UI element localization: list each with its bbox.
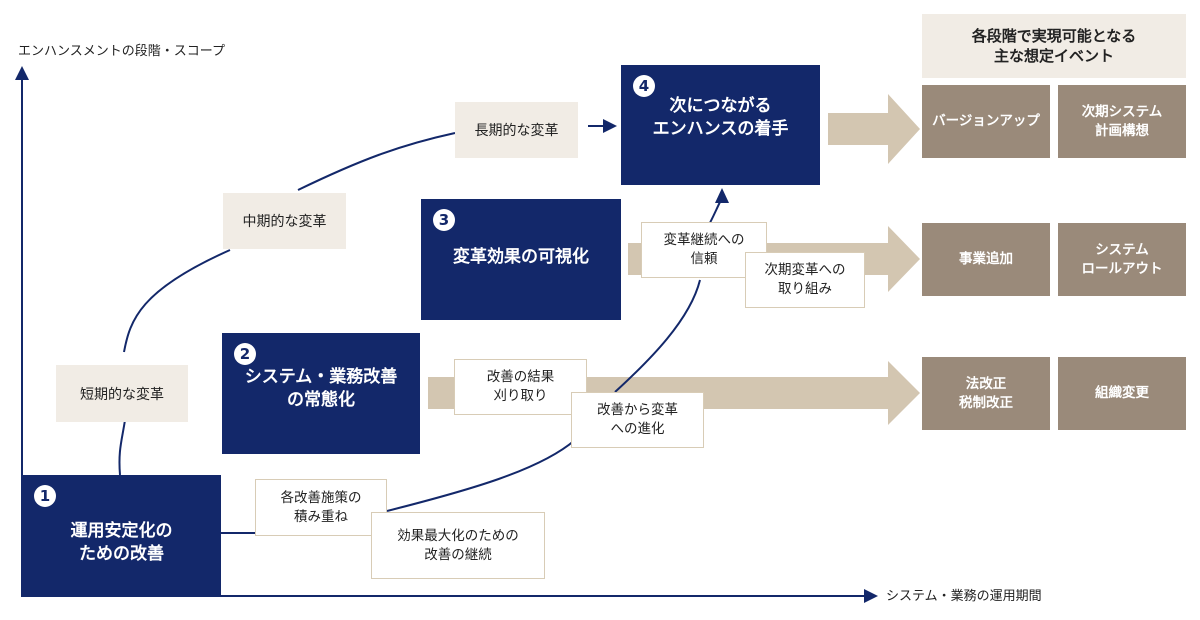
trust-note: 変革継続への 信頼: [641, 222, 767, 278]
event-version-up: バージョンアップ: [922, 85, 1050, 158]
x-axis-label: システム・業務の運用期間: [886, 589, 1042, 604]
flow-arrow-stage4: [828, 94, 920, 164]
stage-3-box: 3 変革効果の可視化: [421, 199, 621, 320]
stage-4-box: 4 次につながる エンハンスの着手: [621, 65, 820, 185]
next-effort-note: 次期変革への 取り組み: [745, 252, 865, 308]
long-term-transformation-label: 長期的な変革: [455, 102, 578, 158]
harvest-note: 改善の結果 刈り取り: [454, 359, 587, 415]
evolution-curve: [221, 201, 721, 534]
accumulation-note: 各改善施策の 積み重ね: [255, 479, 387, 536]
event-law-tax-revision: 法改正 税制改正: [922, 357, 1050, 430]
stage-2-number-badge: 2: [234, 343, 256, 365]
y-axis-label: エンハンスメントの段階・スコープ: [18, 44, 225, 59]
event-organization-change: 組織変更: [1058, 357, 1186, 430]
event-system-rollout: システム ロールアウト: [1058, 223, 1186, 296]
continuation-note: 効果最大化のための 改善の継続: [371, 512, 545, 579]
stage-3-title: 変革効果の可視化: [453, 247, 589, 267]
stage-3-number-badge: 3: [433, 209, 455, 231]
stage-4-title: 次につながる エンハンスの着手: [652, 96, 789, 139]
event-business-addition: 事業追加: [922, 223, 1050, 296]
stage-1-box: 1 運用安定化の ための改善: [22, 475, 221, 596]
evolution-arrowhead: [715, 188, 729, 203]
event-next-system-planning: 次期システム 計画構想: [1058, 85, 1186, 158]
stage-1-title: 運用安定化の ための改善: [70, 520, 173, 564]
transformation-arc: [118, 125, 603, 476]
events-header: 各段階で実現可能となる 主な想定イベント: [922, 14, 1186, 78]
y-axis-arrowhead: [15, 66, 29, 80]
stage-2-box: 2 システム・業務改善 の常態化: [222, 333, 420, 454]
x-axis-arrowhead: [864, 589, 878, 603]
stage-4-number-badge: 4: [633, 75, 655, 97]
stage-2-title: システム・業務改善 の常態化: [244, 366, 398, 410]
arc-arrowhead: [603, 119, 617, 133]
mid-term-transformation-label: 中期的な変革: [223, 193, 346, 249]
short-term-transformation-label: 短期的な変革: [56, 365, 188, 422]
evolution-note: 改善から変革 への進化: [571, 392, 704, 448]
stage-1-number-badge: 1: [34, 485, 56, 507]
